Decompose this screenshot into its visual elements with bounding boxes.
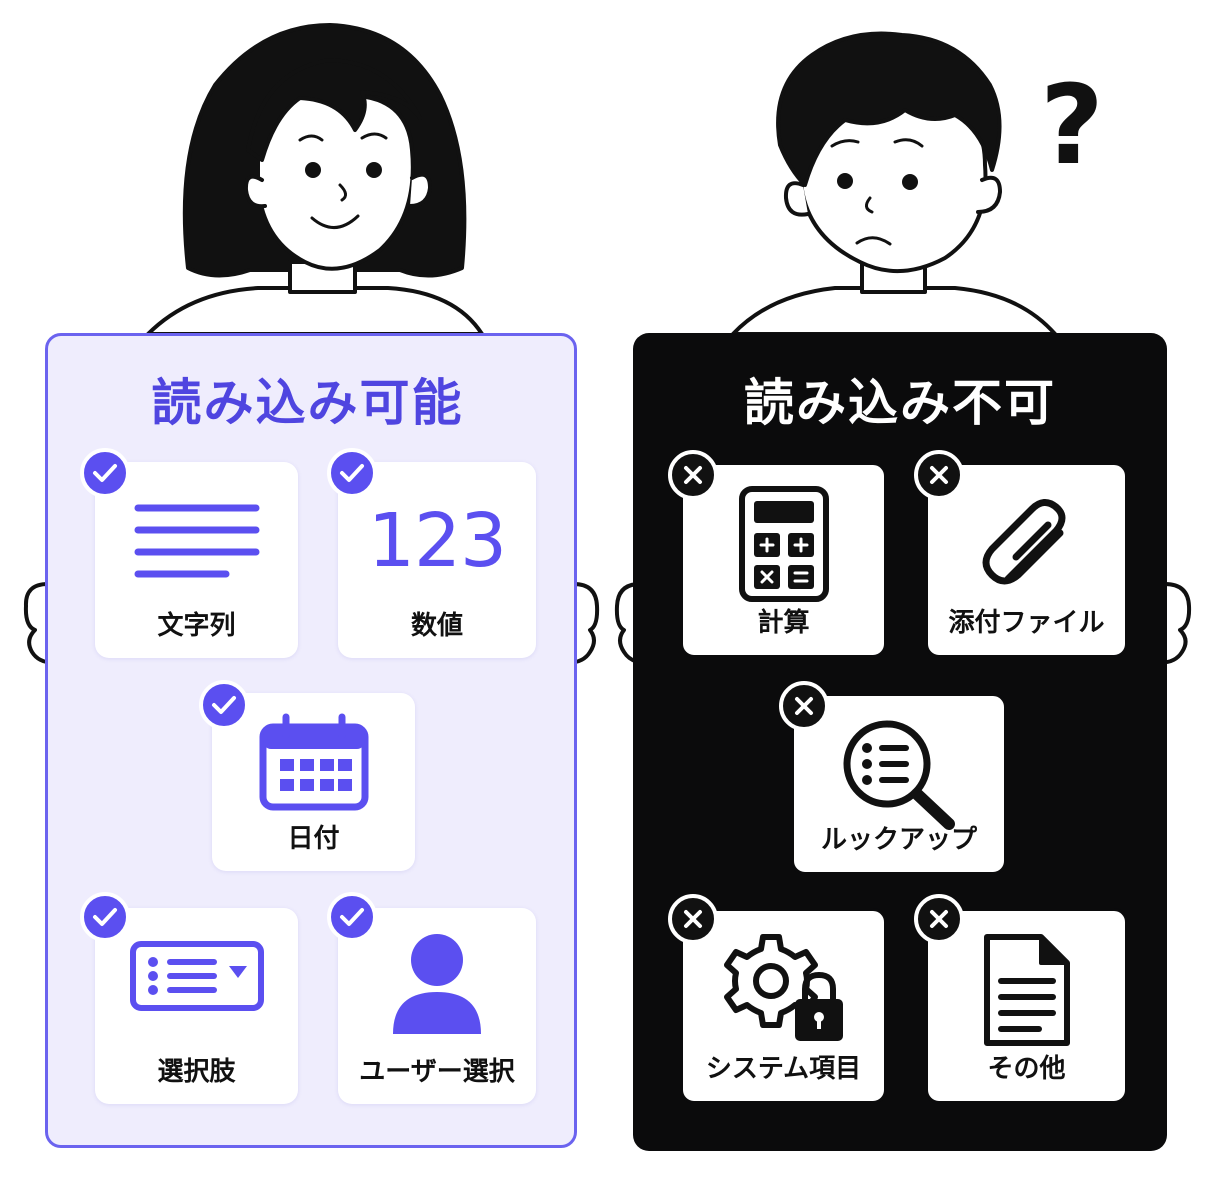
readable-title: 読み込み可能: [151, 374, 464, 432]
card-date: 日付: [212, 693, 415, 871]
card-user-label: ユーザー選択: [359, 1057, 515, 1087]
text-lines-icon: [134, 504, 259, 578]
card-attachment-label: 添付ファイル: [948, 608, 1105, 638]
card-text-label: 文字列: [157, 611, 236, 641]
lookup-magnifier-icon: [843, 720, 955, 830]
document-icon: [983, 934, 1070, 1046]
man-shoulders: [731, 286, 1057, 336]
cross-icon: [779, 681, 829, 731]
number-icon: 123: [367, 498, 507, 584]
woman-shoulders: [146, 286, 484, 336]
card-attachment: 添付ファイル: [925, 462, 1128, 658]
card-calc: 計算: [680, 462, 887, 658]
card-lookup: ルックアップ: [791, 693, 1007, 875]
paperclip-icon: [982, 499, 1065, 585]
cross-icon: [668, 894, 718, 944]
check-icon: [327, 892, 377, 942]
calendar-icon: [259, 713, 368, 811]
card-calc-label: 計算: [757, 608, 810, 638]
card-choice: 選択肢: [95, 908, 298, 1104]
cross-icon: [914, 894, 964, 944]
card-date-label: 日付: [287, 824, 340, 854]
check-icon: [80, 448, 130, 498]
man-hair: [776, 31, 1002, 187]
card-system: システム項目: [680, 908, 887, 1104]
dropdown-list-icon: [129, 941, 264, 1011]
check-icon: [327, 448, 377, 498]
card-other-label: その他: [987, 1054, 1066, 1084]
card-user: ユーザー選択: [338, 908, 536, 1104]
question-mark: ?: [1040, 61, 1104, 189]
unreadable-title: 読み込み不可: [744, 374, 1056, 432]
card-lookup-label: ルックアップ: [820, 825, 977, 855]
card-number: 123 数値: [338, 462, 536, 658]
cross-icon: [914, 450, 964, 500]
card-system-label: システム項目: [705, 1054, 862, 1084]
card-number-label: 数値: [410, 611, 463, 641]
gear-lock-icon: [723, 934, 843, 1041]
calculator-icon: [738, 486, 829, 602]
card-text: 文字列: [95, 462, 298, 658]
cross-icon: [668, 450, 718, 500]
check-icon: [199, 680, 249, 730]
check-icon: [80, 892, 130, 942]
user-icon: [393, 934, 481, 1034]
card-choice-label: 選択肢: [157, 1057, 236, 1087]
card-other: その他: [925, 908, 1128, 1104]
